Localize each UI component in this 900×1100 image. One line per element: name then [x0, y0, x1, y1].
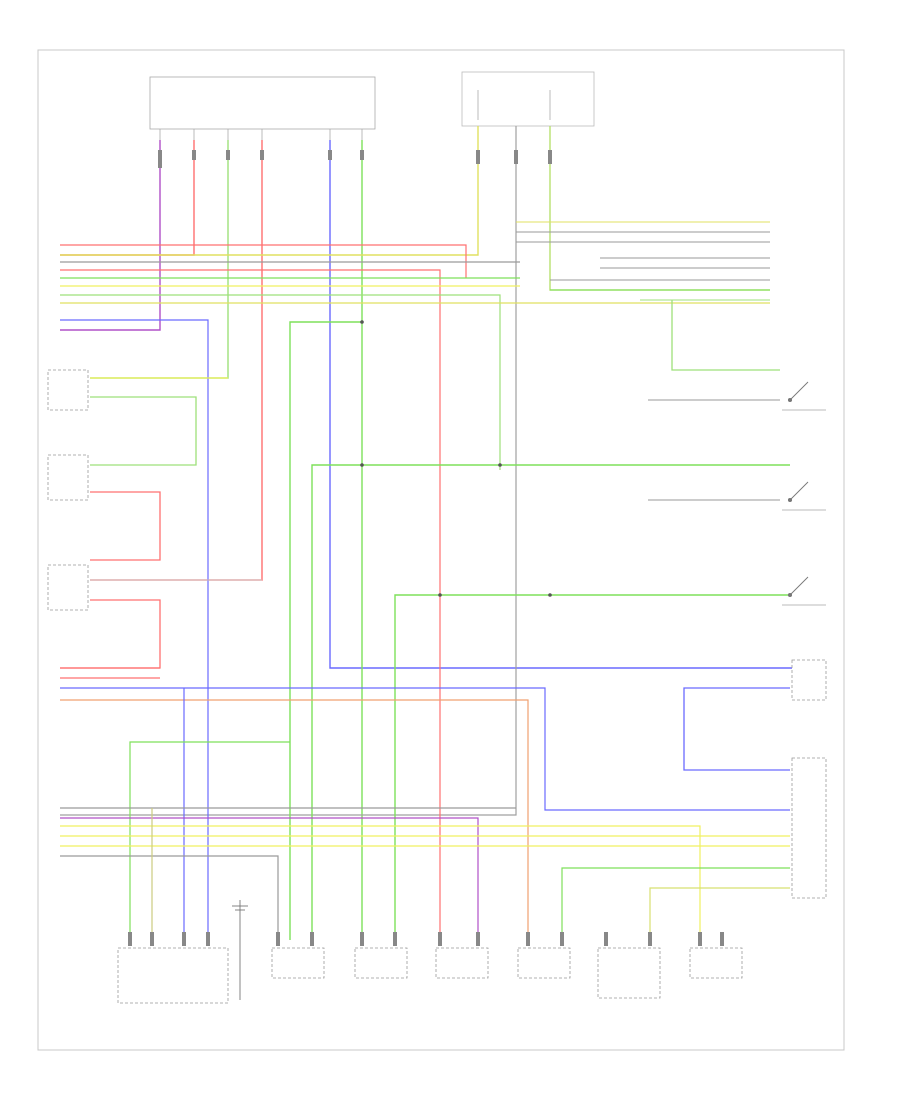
bottom-conn-1	[117, 947, 229, 1004]
bottom-conn-4	[435, 947, 489, 979]
wire-green-5	[394, 594, 790, 940]
wire-purple-1	[60, 140, 161, 331]
bottom-conn-6	[597, 947, 661, 999]
junction-dots	[360, 320, 552, 597]
right-switch-3	[782, 576, 826, 606]
wire-red-1	[60, 140, 195, 256]
ground	[232, 900, 248, 1000]
right-switch-1	[782, 381, 826, 411]
wire-blue-right	[683, 687, 790, 771]
connector-pins	[128, 150, 724, 946]
wire-green-1	[90, 140, 229, 379]
bottom-conn-5	[517, 947, 571, 979]
wire-yellow-relay	[60, 126, 479, 256]
wire-green-4	[311, 464, 790, 940]
wire-gray-relay	[60, 126, 517, 816]
right-switch-2	[782, 481, 826, 511]
upper-bus	[60, 244, 770, 940]
diagram-border	[37, 49, 845, 1051]
left-sensor-3	[47, 564, 89, 611]
lower-bus	[60, 667, 790, 940]
top-relay	[461, 71, 595, 127]
right-top-bus	[516, 221, 770, 301]
wire-red-2	[90, 140, 263, 581]
top-module-pin-stubs	[159, 129, 363, 140]
top-module	[149, 76, 376, 140]
bottom-conn-3	[354, 947, 408, 979]
wire-green-6	[671, 300, 780, 371]
wire-blue-1	[329, 140, 792, 669]
right-connector-block	[791, 659, 827, 899]
bottom-bus	[60, 807, 790, 940]
wire-green-relay	[549, 126, 770, 291]
wire-green-3	[289, 321, 362, 940]
left-sensor-1	[47, 369, 89, 411]
bottom-conn-7	[689, 947, 743, 979]
left-sensor-2	[47, 454, 89, 501]
bottom-conn-2	[271, 947, 325, 979]
wire-green-sensor1	[90, 396, 197, 466]
wire-red-sensor2	[90, 491, 161, 561]
